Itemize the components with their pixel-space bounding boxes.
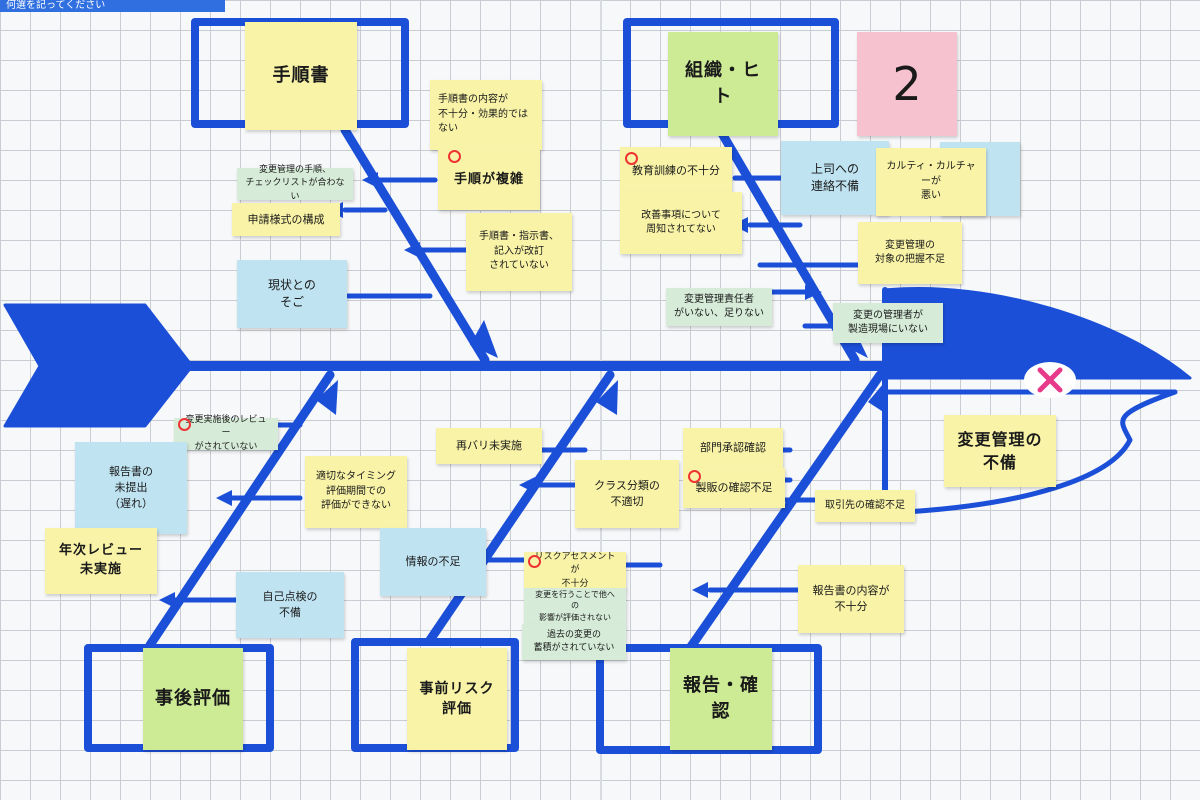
note-org-improve: 改善事項について 周知されてない — [620, 192, 742, 254]
note-post-period: 適切なタイミング 評価期間での 評価ができない — [305, 456, 407, 528]
note-rep-content: 報告書の内容が 不十分 — [798, 565, 904, 633]
note-risk-assessment: リスクアセスメントが 不十分 — [524, 552, 626, 590]
note-rep-partner: 取引先の確認不足 — [815, 490, 915, 522]
eye-x-mark — [1037, 367, 1063, 393]
note-risk-info: 情報の不足 — [380, 528, 486, 596]
priority-mark — [448, 150, 461, 163]
priority-mark — [688, 470, 701, 483]
group-number: 2 — [857, 32, 957, 136]
note-proc-complex: 手順が複雑 — [438, 150, 540, 210]
priority-mark — [528, 555, 541, 568]
arrow-pre-risk — [596, 380, 618, 415]
note-org-training: 教育訓練の不十分 — [620, 147, 732, 195]
note-post-annual: 年次レビュー 未実施 — [45, 528, 157, 594]
note-risk-past: 過去の変更の 蓄積がされていない — [522, 624, 626, 660]
category-organization: 組織・ヒト — [668, 32, 778, 136]
note-risk-class: クラス分類の 不適切 — [575, 460, 679, 528]
note-post-self-check: 自己点検の 不備 — [236, 572, 344, 638]
arrow-procedures — [470, 320, 498, 358]
note-post-review: 変更実施後のレビュー がされていない — [174, 415, 278, 452]
category-post-evaluation: 事後評価 — [143, 648, 243, 750]
note-proc-gap: 現状との そご — [237, 260, 347, 328]
note-rep-department: 部門承認確認 — [683, 428, 783, 468]
problem-statement: 変更管理の 不備 — [944, 415, 1056, 487]
note-proc-format: 申請様式の構成 — [232, 203, 340, 236]
note-org-manager: 変更管理責任者 がいない、足りない — [666, 288, 772, 326]
note-risk-reval: 再バリ未実施 — [436, 428, 542, 464]
fish-head — [883, 286, 1192, 380]
note-org-boss: 上司への 連絡不備 — [781, 141, 889, 215]
arrow-post-evaluation — [316, 380, 338, 415]
priority-mark — [178, 418, 191, 431]
header-strip: 何選を記ってください — [0, 0, 225, 12]
note-org-field: 変更の管理者が 製造現場にいない — [833, 303, 943, 343]
note-post-report-unsub: 報告書の 未提出 （遅れ） — [75, 442, 187, 534]
fish-tail — [3, 303, 194, 428]
note-risk-other-impact: 変更を行うことで他への 影響が評価されない — [524, 588, 626, 624]
bone-report — [685, 370, 885, 653]
category-procedures: 手順書 — [245, 22, 357, 130]
note-org-target: 変更管理の 対象の把握不足 — [858, 222, 962, 284]
category-pre-risk: 事前リスク評価 — [407, 648, 507, 750]
note-proc-not-revised: 手順書・指示書、 記入が改訂 されていない — [466, 213, 572, 291]
fish-jaw — [882, 389, 1178, 515]
category-report: 報告・確認 — [670, 648, 772, 750]
note-proc-content: 手順書の内容が 不十分・効果的では ない — [430, 80, 542, 150]
arrow-report — [868, 378, 888, 415]
note-org-culture: カルティ・カルチャーが 悪い — [876, 148, 986, 216]
note-proc-checklist: 変更管理の手順、 チェックリストが合わない — [237, 165, 353, 202]
priority-mark — [625, 152, 638, 165]
bone-organization — [715, 125, 860, 365]
